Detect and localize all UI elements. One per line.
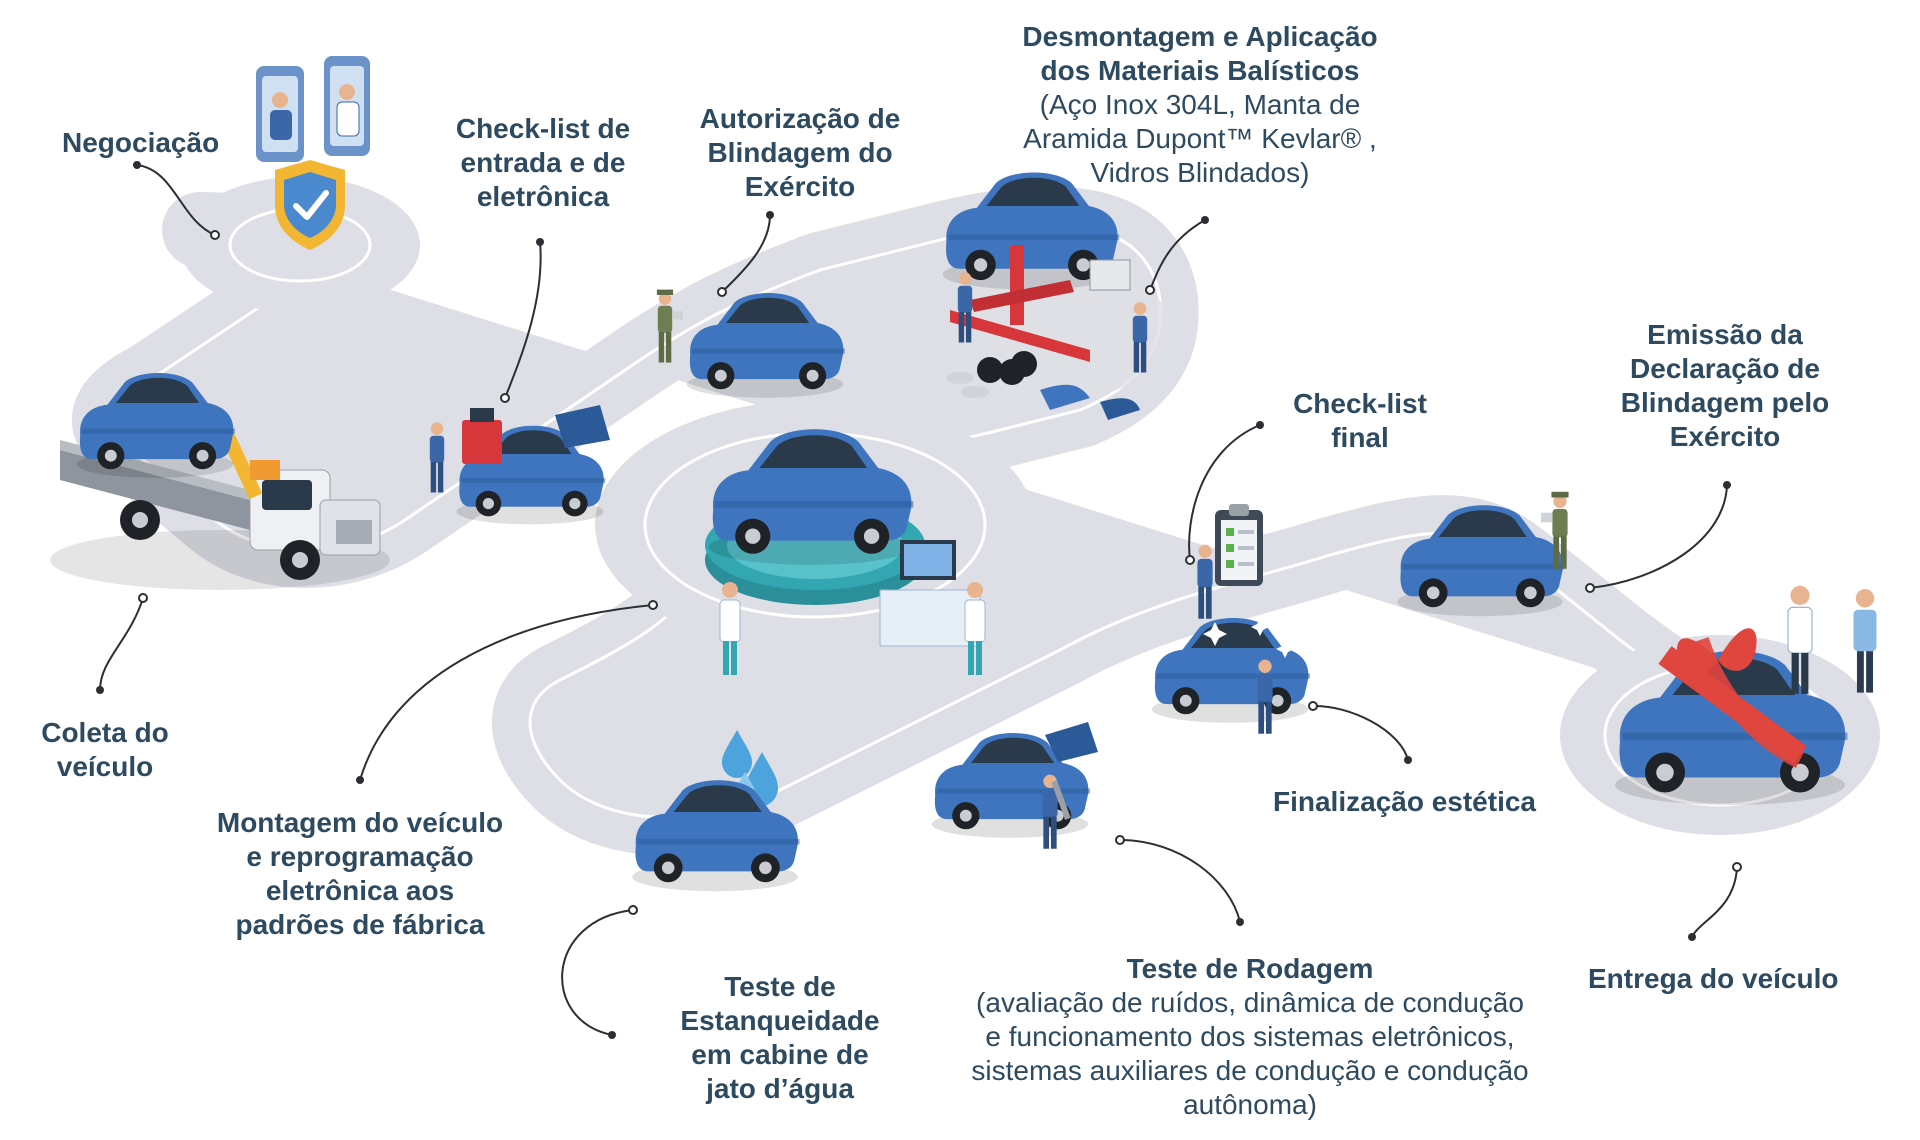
diagnostic-station-icon [429, 405, 610, 525]
water-drops-icon [632, 730, 800, 892]
label-montagem: Montagem do veículo e reprogramação elet… [210, 806, 510, 942]
label-negociacao: Negociação [62, 126, 219, 160]
label-autorizacao-title: Autorização de Blindagem do Exército [699, 103, 901, 202]
gift-ribbon-car-icon [1615, 585, 1877, 805]
label-estanqueidade: Teste de Estanqueidade em cabine de jato… [670, 970, 890, 1106]
label-negociacao-title: Negociação [62, 127, 220, 158]
leader-lines [96, 161, 1742, 1039]
label-rodagem: Teste de Rodagem (avaliação de ruídos, d… [970, 952, 1530, 1122]
label-checklist-entrada: Check-list de entrada e de eletrônica [448, 112, 638, 214]
car-lift-icon [942, 172, 1148, 420]
road-test-mechanic-icon [931, 722, 1098, 849]
army-inspector-icon [1397, 491, 1569, 617]
label-checklist-final: Check-list final [1285, 387, 1435, 455]
label-montagem-title: Montagem do veículo e reprogramação elet… [216, 807, 504, 940]
label-autorizacao: Autorização de Blindagem do Exército [690, 102, 910, 204]
label-checklist-final-title: Check-list final [1293, 388, 1427, 453]
label-desmontagem: Desmontagem e Aplicação dos Materiais Ba… [1010, 20, 1390, 190]
label-entrega-title: Entrega do veículo [1588, 963, 1839, 994]
sparkle-car-icon [1151, 618, 1310, 734]
label-checklist-entrada-title: Check-list de entrada e de eletrônica [455, 113, 631, 212]
label-coleta-title: Coleta do veículo [41, 717, 169, 782]
clipboard-checklist-icon [1197, 504, 1263, 619]
tires-and-parts [946, 351, 1140, 420]
label-estanqueidade-title: Teste de Estanqueidade em cabine de jato… [680, 971, 880, 1104]
label-rodagem-subtitle: (avaliação de ruídos, dinâmica de conduç… [971, 987, 1529, 1120]
label-emissao-title: Emissão da Declaração de Blindagem pelo … [1620, 319, 1830, 452]
lab-turntable-icon [705, 429, 986, 675]
label-finalizacao: Finalização estética [1273, 785, 1536, 819]
label-desmontagem-subtitle: (Aço Inox 304L, Manta de Aramida Dupont™… [1023, 89, 1377, 188]
handshake-video-call-icon [256, 56, 370, 250]
label-emissao: Emissão da Declaração de Blindagem pelo … [1605, 318, 1845, 454]
label-finalizacao-title: Finalização estética [1273, 786, 1537, 817]
label-desmontagem-title: Desmontagem e Aplicação dos Materiais Ba… [1022, 21, 1378, 86]
label-rodagem-title: Teste de Rodagem [1126, 953, 1374, 984]
army-officer-icon [656, 289, 845, 398]
label-entrega: Entrega do veículo [1588, 962, 1839, 996]
label-coleta: Coleta do veículo [35, 716, 175, 784]
tow-truck-icon [50, 373, 390, 590]
